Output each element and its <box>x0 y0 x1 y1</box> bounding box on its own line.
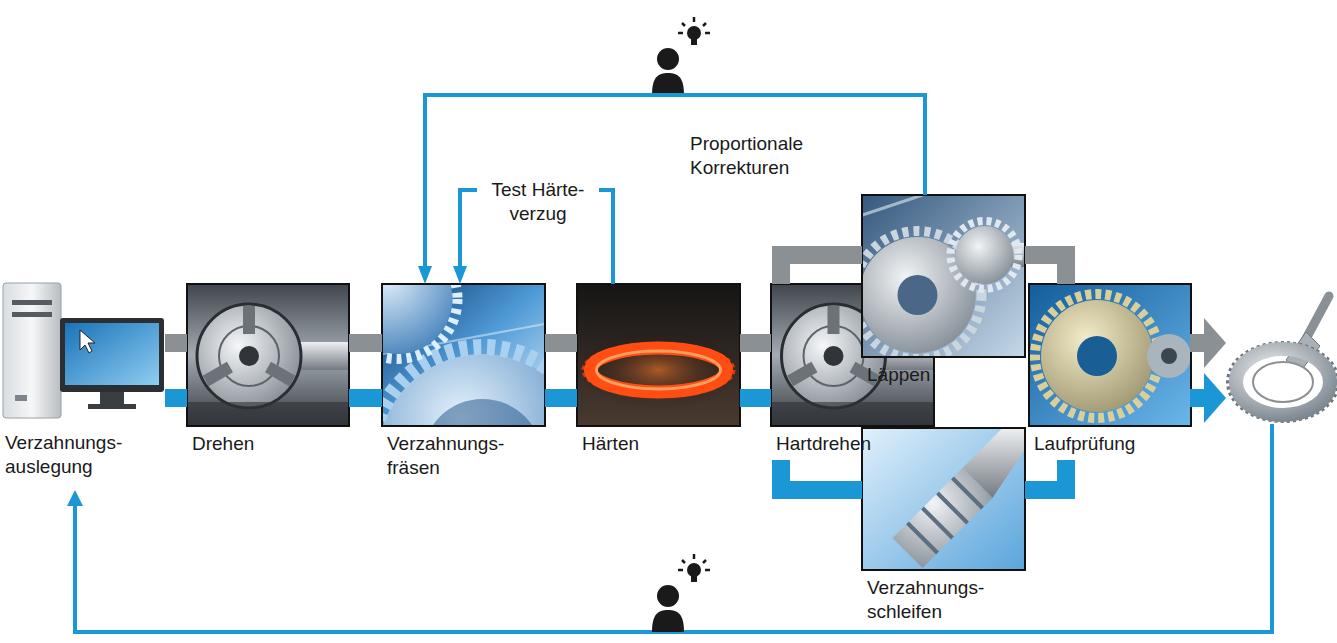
process-flow-band <box>1025 460 1066 490</box>
person-icon <box>652 17 710 95</box>
edge-label: Proportionale Korrekturen <box>686 132 861 180</box>
computer-icon-part <box>3 283 61 418</box>
step-label: Verzahnungs- schleifen <box>867 576 1021 624</box>
process-step: Läppen <box>862 195 1025 391</box>
feedback-loop-line <box>67 424 1272 632</box>
process-flow-band <box>545 334 577 352</box>
process-flow-band <box>740 334 771 352</box>
testing-photo <box>1029 284 1191 426</box>
computer-icon-part <box>60 318 164 392</box>
lathe-photo <box>187 284 349 426</box>
process-step: Härten <box>577 284 740 460</box>
design-step: Verzahnungs- auslegung <box>0 283 165 483</box>
gear-set-illustration <box>1229 296 1337 420</box>
feedback-loop-line-part <box>75 424 1272 632</box>
feedback-arrow <box>425 95 925 276</box>
process-flow-band <box>781 255 862 284</box>
photo-frame <box>862 195 1025 357</box>
photo-frame <box>1029 284 1191 426</box>
photo-frame <box>382 284 545 426</box>
photo-frame <box>187 284 349 426</box>
photo-frame <box>862 428 1025 570</box>
step-label: Härten <box>582 432 736 456</box>
milling-photo <box>338 239 595 571</box>
hardening-photo <box>578 284 740 426</box>
gear-set-illustration-part <box>1236 349 1330 415</box>
feedback-loop-line-part <box>67 490 83 506</box>
process-step: Verzahnungs- schleifen <box>862 428 1025 628</box>
computer-icon-part <box>65 323 159 385</box>
photo-frame <box>577 284 740 426</box>
process-step: Drehen <box>187 284 349 460</box>
process-flow-band <box>740 389 771 407</box>
gear-set-illustration-part <box>1229 344 1337 420</box>
step-label: Hartdrehen <box>776 432 930 456</box>
process-flow-band <box>545 389 577 407</box>
output-arrows-part <box>1190 389 1206 407</box>
step-label: Drehen <box>192 432 345 456</box>
process-flow-band <box>349 389 382 407</box>
computer-icon <box>3 283 164 418</box>
edge-label: Test Härte- verzug <box>477 178 599 226</box>
computer-icon-part <box>15 395 27 401</box>
output-arrows-part <box>1204 373 1226 423</box>
output-arrows <box>1190 318 1226 423</box>
process-step: Verzahnungs- fräsen <box>382 284 545 484</box>
process-flow-band <box>1025 255 1066 284</box>
gear-set-illustration-part <box>1253 362 1313 402</box>
computer-icon-part <box>100 392 124 404</box>
lapping-photo <box>854 195 1025 359</box>
output-arrows-part <box>1190 334 1206 352</box>
step-label: Laufprüfung <box>1034 432 1187 456</box>
grinding-photo <box>863 428 1025 570</box>
process-flow-band <box>165 334 187 352</box>
step-label: Läppen <box>867 363 1021 387</box>
person-icon <box>652 554 710 632</box>
process-flow-band <box>781 460 862 490</box>
computer-icon-part <box>12 300 52 305</box>
output-arrows-part <box>1204 318 1226 368</box>
process-step: Laufprüfung <box>1029 284 1191 460</box>
process-flow-band <box>349 334 382 352</box>
computer-icon-part <box>80 330 95 353</box>
computer-icon-part <box>88 404 136 409</box>
step-label: Verzahnungs- fräsen <box>387 432 541 480</box>
process-flow-band <box>165 389 187 407</box>
step-label: Verzahnungs- auslegung <box>5 431 161 479</box>
computer-icon-part <box>12 312 52 317</box>
